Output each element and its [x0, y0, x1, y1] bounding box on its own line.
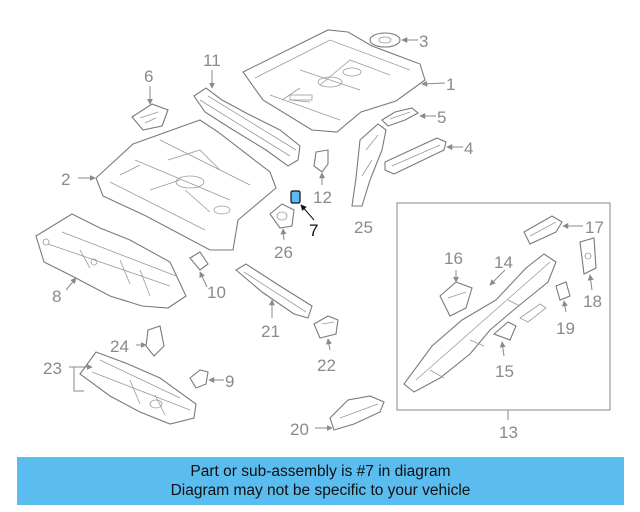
- callout-15: 15: [495, 362, 514, 381]
- callout-6: 6: [144, 67, 153, 86]
- part-11-crossmember: [193, 87, 301, 167]
- callout-14: 14: [494, 253, 513, 272]
- callout-25: 25: [354, 218, 373, 237]
- callout-26: 26: [274, 243, 293, 262]
- banner-line-1: Part or sub-assembly is #7 in diagram: [190, 463, 451, 480]
- part-21-crossmember: [235, 263, 313, 319]
- part-20-member: [329, 395, 385, 431]
- part-12-bracket: [313, 149, 329, 173]
- callout-16: 16: [444, 249, 463, 268]
- callout-12: 12: [313, 188, 332, 207]
- callout-17: 17: [585, 218, 604, 237]
- callout-11: 11: [203, 51, 221, 70]
- callout-9: 9: [225, 372, 234, 391]
- callout-13: 13: [499, 423, 518, 442]
- callout-23: 23: [43, 359, 62, 378]
- part-26-mount: [269, 203, 295, 229]
- callout-10: 10: [207, 283, 226, 302]
- callout-18: 18: [583, 292, 602, 311]
- part-23-floor-front: [79, 351, 197, 425]
- part-9-bracket: [189, 369, 209, 389]
- part-22-bracket: [313, 315, 339, 339]
- callout-4: 4: [464, 139, 473, 158]
- part-5-bracket: [381, 107, 419, 127]
- group-13-frame: [396, 202, 611, 411]
- banner-line-2: Diagram may not be specific to your vehi…: [170, 482, 471, 499]
- callout-7: 7: [309, 221, 318, 240]
- part-8-dash-panel: [35, 213, 187, 309]
- callout-5: 5: [437, 108, 446, 127]
- part-10-bracket: [189, 251, 209, 271]
- part-14-side-member: [403, 253, 557, 393]
- part-1-rear-floor-pan: [242, 29, 426, 133]
- callout-8: 8: [52, 287, 61, 306]
- part-15-bracket: [492, 303, 547, 341]
- part-6-cover: [131, 103, 169, 131]
- callout-24: 24: [110, 337, 129, 356]
- callout-21: 21: [261, 322, 280, 341]
- part-7-clip-highlighted: [290, 190, 301, 204]
- callout-22: 22: [317, 356, 336, 375]
- part-2-front-floor-pan: [95, 119, 277, 251]
- callout-3: 3: [419, 32, 428, 51]
- part-19-bracket: [555, 281, 571, 301]
- part-25-pillar: [351, 123, 387, 207]
- part-17-bracket: [523, 215, 563, 245]
- part-24-bracket: [145, 325, 165, 357]
- parts-diagram: 1 3 5 4 6 11 2 12: [35, 29, 611, 442]
- part-18-plate: [579, 237, 597, 275]
- callout-2: 2: [61, 170, 70, 189]
- part-3-plug: [369, 32, 401, 48]
- callout-19: 19: [556, 319, 575, 338]
- part-4-crossmember: [384, 137, 447, 175]
- callout-1: 1: [446, 75, 455, 94]
- callout-20: 20: [290, 420, 309, 439]
- part-16-bracket: [439, 281, 473, 317]
- info-banner: Part or sub-assembly is #7 in diagram Di…: [17, 457, 624, 505]
